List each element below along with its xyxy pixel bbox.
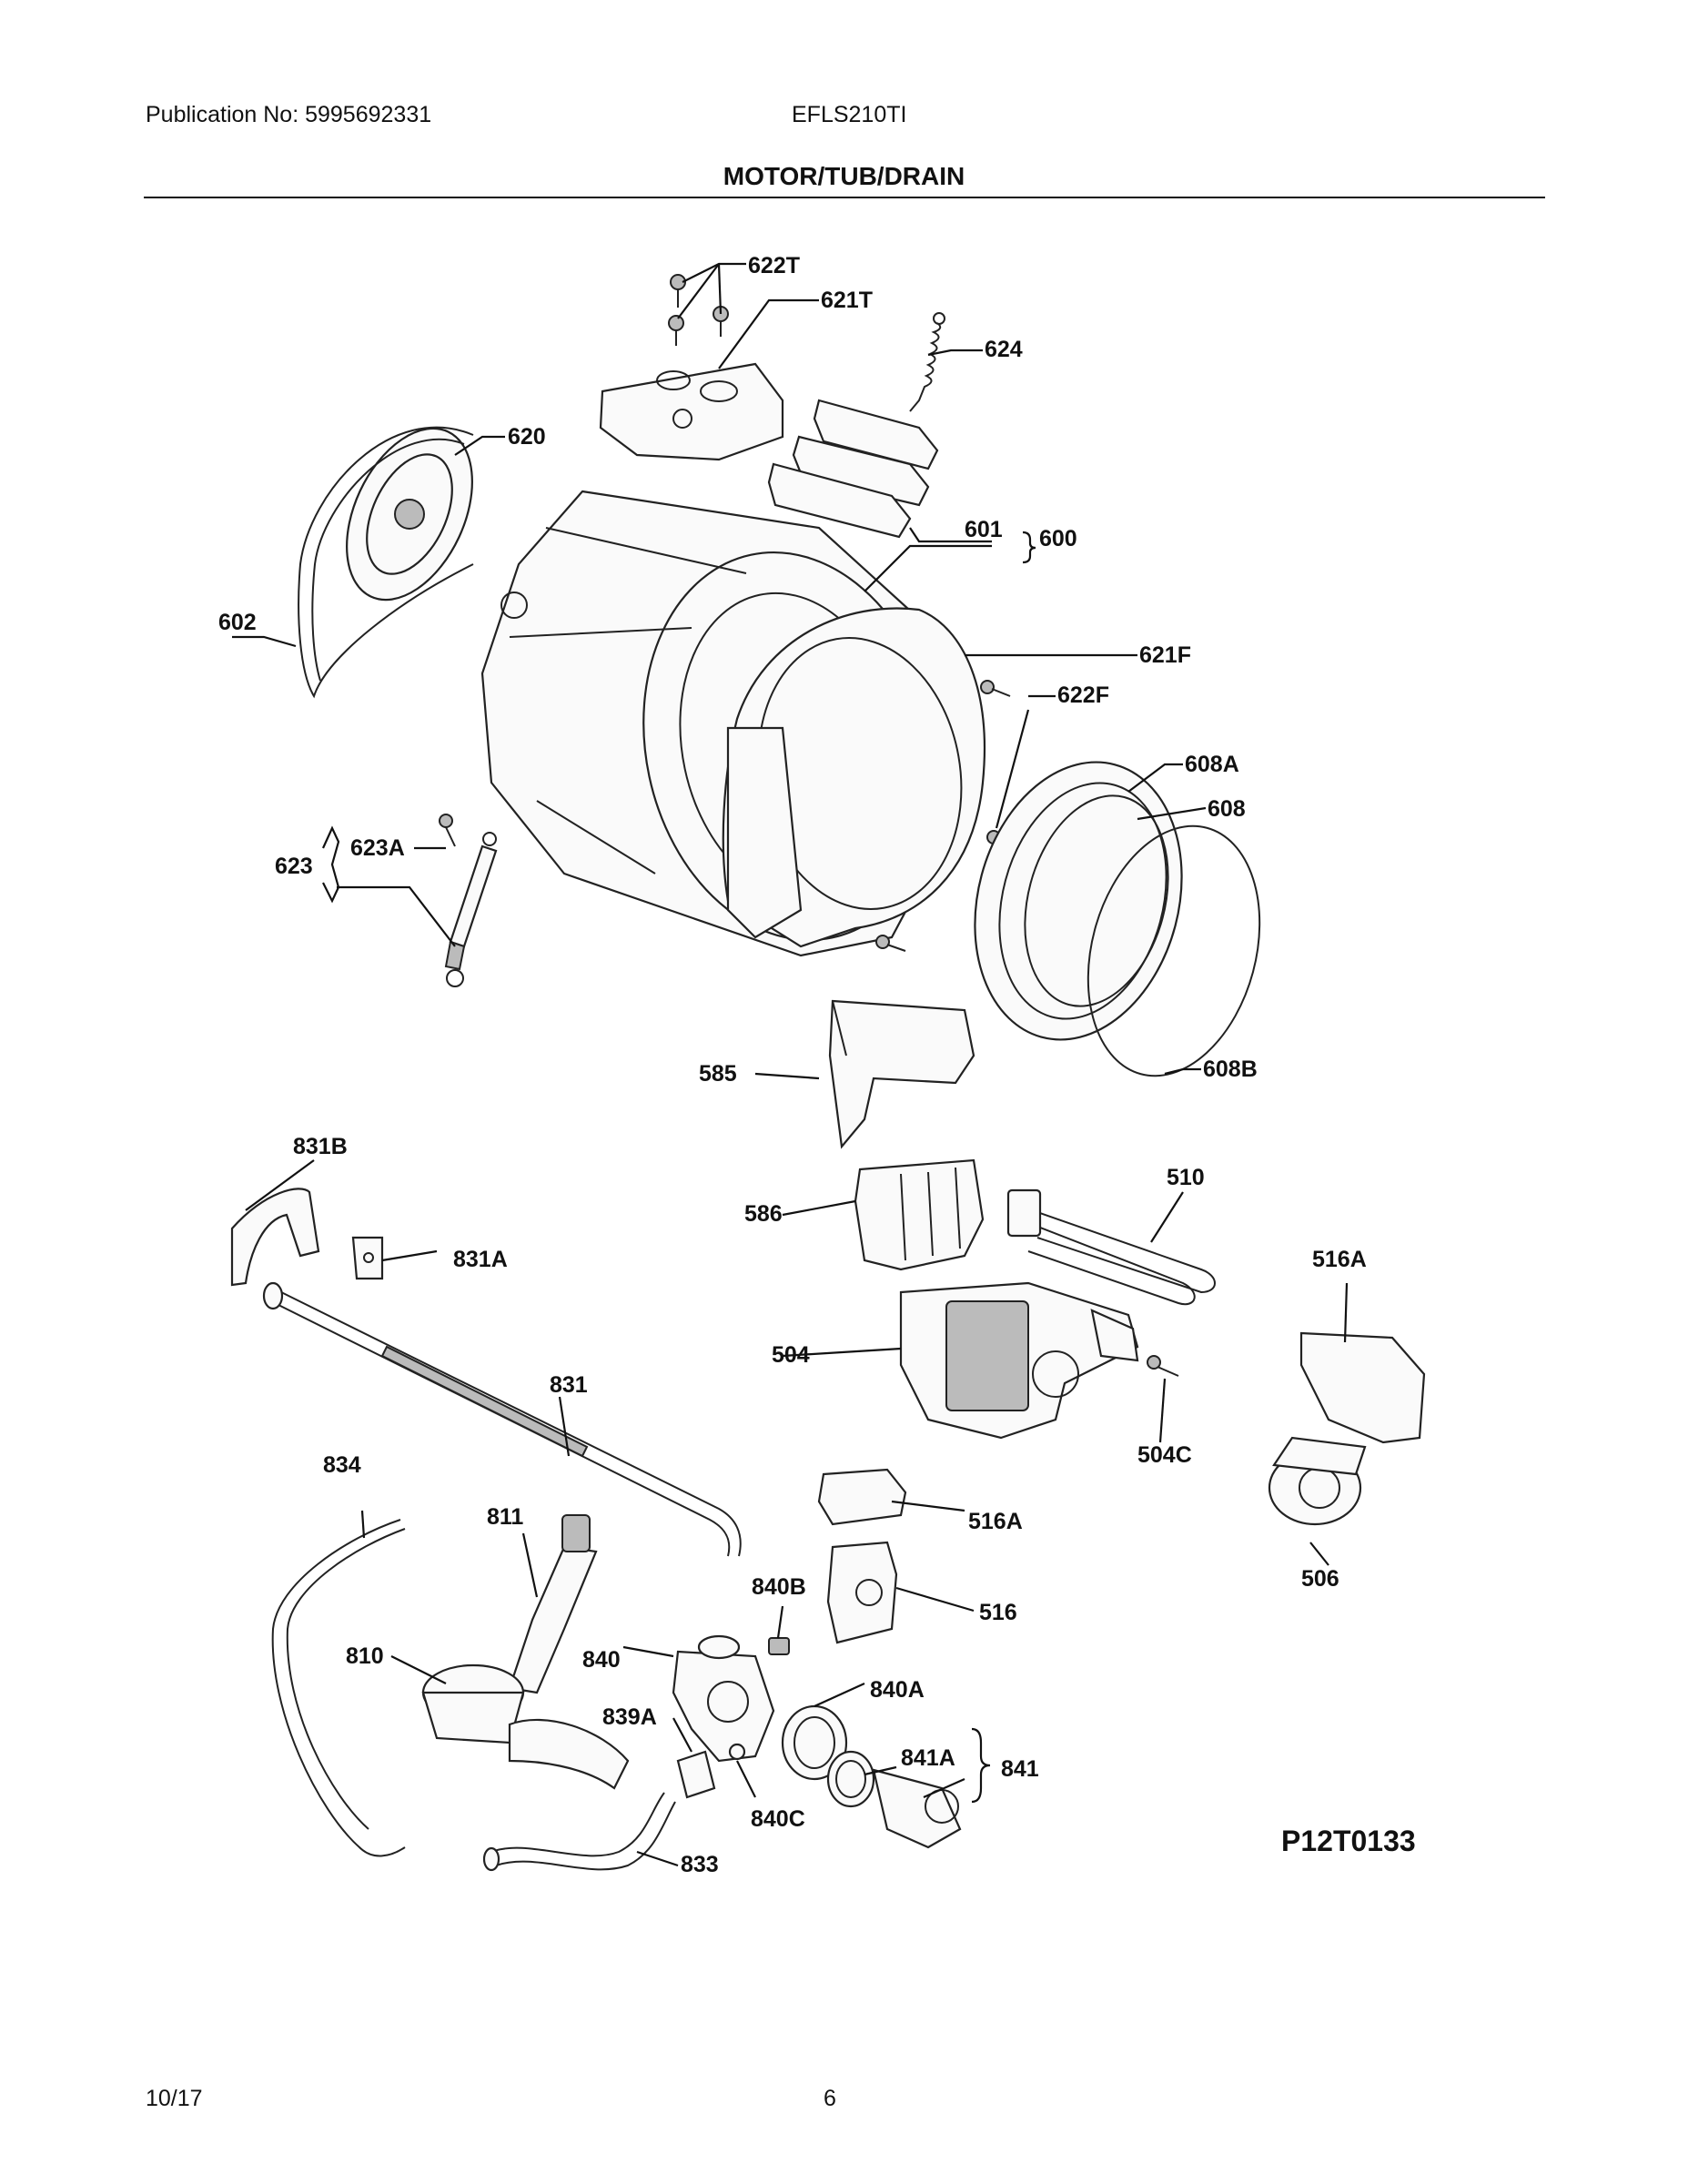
label-622F: 622F bbox=[1057, 682, 1109, 708]
drain-hose-834 bbox=[271, 1519, 406, 1857]
label-516: 516 bbox=[979, 1600, 1017, 1625]
label-841A: 841A bbox=[901, 1745, 955, 1771]
label-620: 620 bbox=[508, 424, 546, 450]
shock-absorber bbox=[439, 814, 498, 987]
label-622T: 622T bbox=[748, 253, 800, 278]
label-623: 623 bbox=[275, 854, 313, 879]
pump-housing-840 bbox=[672, 1634, 775, 1763]
cover-585 bbox=[828, 999, 975, 1149]
label-608A: 608A bbox=[1185, 752, 1239, 777]
counterweight-blocks bbox=[767, 399, 939, 539]
label-810: 810 bbox=[346, 1643, 384, 1669]
door-boot bbox=[974, 761, 1261, 1077]
pump-516 bbox=[826, 1541, 898, 1644]
page-number: 6 bbox=[824, 2086, 836, 2111]
label-811: 811 bbox=[487, 1504, 523, 1530]
footer-date: 10/17 bbox=[146, 2086, 203, 2111]
part-840B bbox=[768, 1637, 790, 1655]
label-831B: 831B bbox=[293, 1134, 348, 1159]
part-labels: 622T 621T 624 620 601 600 602 621F 622F … bbox=[218, 253, 1416, 1877]
label-833: 833 bbox=[681, 1852, 719, 1877]
label-840A: 840A bbox=[870, 1677, 925, 1703]
pulley bbox=[346, 427, 473, 602]
top-counterweight bbox=[599, 362, 784, 461]
model-number: EFLS210TI bbox=[792, 102, 907, 127]
fill-hose-831 bbox=[262, 1281, 742, 1557]
label-516A-top: 516A bbox=[1312, 1247, 1367, 1272]
drain-pump-506 bbox=[1268, 1436, 1367, 1526]
label-840B: 840B bbox=[752, 1574, 806, 1600]
label-624: 624 bbox=[985, 337, 1023, 362]
drive-belt bbox=[298, 426, 474, 699]
label-621F: 621F bbox=[1139, 642, 1191, 668]
label-623A: 623A bbox=[350, 835, 405, 861]
fitting-839A bbox=[676, 1750, 716, 1799]
label-510: 510 bbox=[1167, 1165, 1205, 1190]
label-586: 586 bbox=[744, 1201, 783, 1227]
motor bbox=[899, 1281, 1139, 1440]
label-841: 841 bbox=[1001, 1756, 1039, 1782]
label-608: 608 bbox=[1208, 796, 1246, 822]
hose-bracket-831B bbox=[230, 1188, 320, 1287]
label-621T: 621T bbox=[821, 288, 873, 313]
label-831: 831 bbox=[550, 1372, 588, 1398]
label-840C: 840C bbox=[751, 1806, 805, 1832]
pump-cover-516A-mid bbox=[817, 1468, 907, 1526]
hose-833 bbox=[482, 1792, 676, 1872]
filter-841 bbox=[872, 1768, 962, 1849]
clip-831A bbox=[351, 1236, 384, 1280]
label-504: 504 bbox=[772, 1342, 810, 1368]
label-585: 585 bbox=[699, 1061, 737, 1087]
title-divider bbox=[144, 197, 1545, 198]
sump-810 bbox=[421, 1663, 630, 1790]
sump-hose-811 bbox=[508, 1514, 598, 1694]
module-586 bbox=[854, 1158, 985, 1271]
o-ring-841A bbox=[826, 1750, 875, 1808]
label-602: 602 bbox=[218, 610, 257, 635]
publication-number: Publication No: 5995692331 bbox=[146, 102, 432, 127]
leader-lines bbox=[232, 262, 1349, 1867]
label-608B: 608B bbox=[1203, 1057, 1258, 1082]
label-840: 840 bbox=[582, 1647, 621, 1673]
label-516A-mid: 516A bbox=[968, 1509, 1023, 1534]
motor-bolt bbox=[1147, 1355, 1179, 1377]
label-831A: 831A bbox=[453, 1247, 508, 1272]
tub-front bbox=[722, 607, 986, 948]
heater-element bbox=[1006, 1188, 1216, 1306]
label-504C: 504C bbox=[1137, 1442, 1192, 1468]
spring bbox=[909, 312, 945, 412]
label-506: 506 bbox=[1301, 1566, 1339, 1592]
label-839A: 839A bbox=[602, 1704, 657, 1730]
pump-cover-516A bbox=[1299, 1331, 1426, 1444]
label-601: 601 bbox=[965, 517, 1003, 542]
drawing-code: P12T0133 bbox=[1281, 1825, 1416, 1857]
part-840C bbox=[728, 1743, 746, 1761]
label-834: 834 bbox=[323, 1452, 361, 1478]
page-title: MOTOR/TUB/DRAIN bbox=[723, 162, 965, 190]
label-600: 600 bbox=[1039, 526, 1077, 551]
